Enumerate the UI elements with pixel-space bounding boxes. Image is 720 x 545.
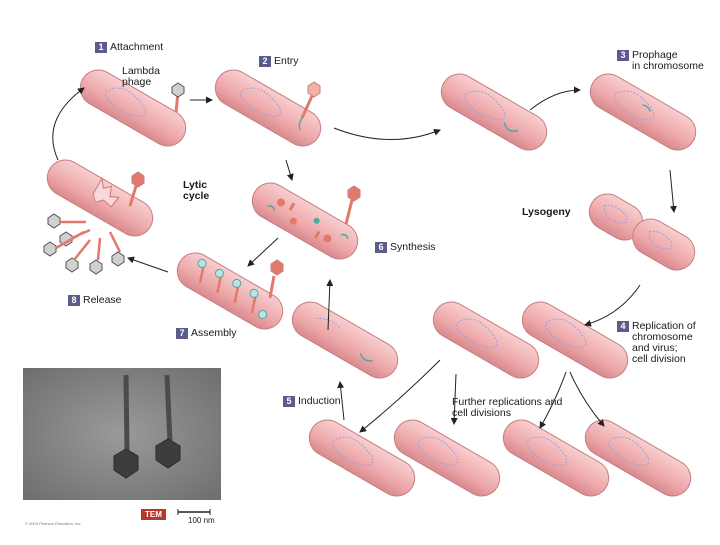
step-2-label: 2 Entry	[259, 56, 299, 67]
step-8-number: 8	[68, 295, 80, 306]
step-1-label: 1 Attachment	[95, 42, 163, 53]
cell-bottom-1	[308, 419, 416, 497]
cell-synthesis	[251, 182, 359, 260]
cell-release	[46, 159, 154, 237]
phage-synthesis	[344, 185, 361, 225]
tem-micrograph	[23, 368, 221, 515]
lytic-cycle-label: Lytic cycle	[183, 179, 210, 202]
cell-lysogeny-start	[440, 73, 548, 151]
cell-bottom-4	[584, 419, 692, 497]
tem-badge: TEM	[141, 509, 166, 520]
cell-bottom-2	[393, 419, 501, 497]
step-3-text: Prophage in chromosome	[632, 49, 704, 72]
step-7-number: 7	[176, 328, 188, 339]
step-4-label: 4 Replication of chromosome and virus; c…	[617, 321, 696, 365]
step-7-label: 7 Assembly	[176, 328, 237, 339]
step-8-text: Release	[83, 294, 122, 306]
step-3-number: 3	[617, 50, 629, 61]
cell-entry	[214, 69, 322, 147]
cell-prophage	[589, 73, 697, 151]
step-1-number: 1	[95, 42, 107, 53]
cell-dividing	[588, 193, 696, 271]
step-4-text: Replication of chromosome and virus; cel…	[632, 320, 696, 365]
lysogeny-label: Lysogeny	[522, 206, 571, 218]
step-5-number: 5	[283, 396, 295, 407]
step-8-label: 8 Release	[68, 295, 122, 306]
cell-bottom-3	[502, 419, 610, 497]
cell-attachment	[79, 69, 187, 147]
released-phages	[43, 213, 125, 275]
phage-release-top	[128, 171, 145, 207]
phage-entry	[298, 81, 321, 131]
step-3-label: 3 Prophage in chromosome	[617, 50, 704, 72]
cycle-arrows	[52, 86, 677, 433]
step-2-text: Entry	[274, 55, 299, 67]
step-4-number: 4	[617, 321, 629, 332]
step-5-text: Induction	[298, 395, 341, 407]
copyright-credit: © 2004 Pearson Education, Inc.	[25, 521, 82, 526]
step-6-number: 6	[375, 242, 387, 253]
further-replications-label: Further replications and cell divisions	[452, 396, 563, 419]
step-6-label: 6 Synthesis	[375, 242, 436, 253]
step-6-text: Synthesis	[390, 241, 436, 253]
cell-induction	[291, 301, 399, 379]
step-7-text: Assembly	[191, 327, 237, 339]
step-1-text: Attachment	[110, 41, 164, 53]
cell-replication-b	[521, 301, 629, 379]
step-5-label: 5 Induction	[283, 396, 341, 407]
cell-assembly	[176, 252, 284, 330]
phage-assembly	[268, 259, 284, 299]
scale-bar-label: 100 nm	[188, 516, 215, 525]
lambda-phage-label: Lambda phage	[122, 65, 160, 88]
phage-attached	[171, 82, 185, 113]
step-2-number: 2	[259, 56, 271, 67]
cell-replication-a	[432, 301, 540, 379]
